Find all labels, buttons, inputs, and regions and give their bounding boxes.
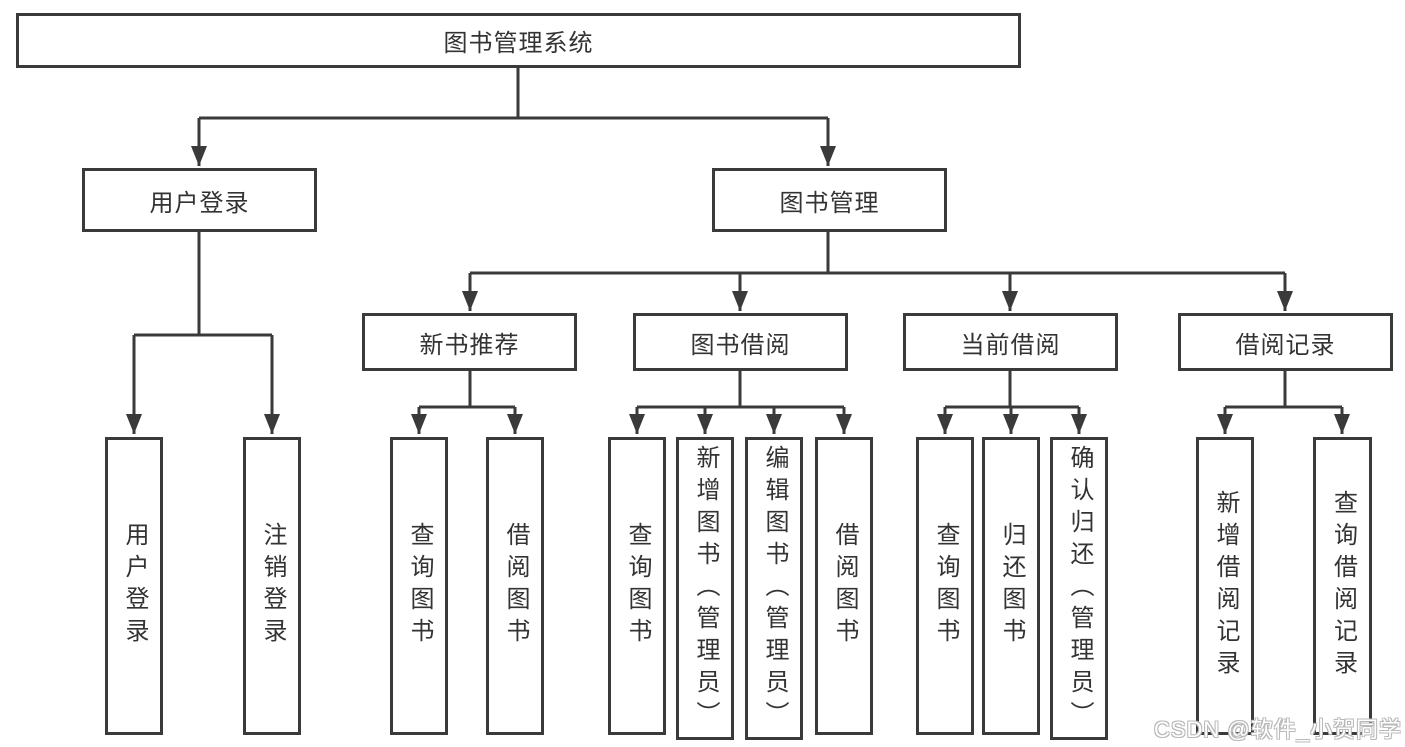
node-label: 查询图书 [624,522,651,650]
node-user-login-leaf: 用户登录 [105,437,163,735]
node-logout-leaf: 注销登录 [243,437,301,735]
node-borrow-books-1: 借阅图书 [486,437,544,735]
node-label: 图书借阅 [690,331,791,359]
node-user-login: 用户登录 [82,168,317,232]
node-add-borrow-record: 新增借阅记录 [1196,437,1254,735]
node-label: 用户登录 [149,189,250,217]
node-current-borrowing: 当前借阅 [903,313,1118,371]
node-confirm-return-admin: 确认归还（管理员） [1050,437,1108,740]
node-label: 查询借阅记录 [1329,490,1357,682]
watermark: CSDN @软件_小贺同学 [1153,717,1402,742]
node-label: 归还图书 [998,522,1025,650]
node-label: 借阅图书 [502,522,529,650]
node-label: 查询图书 [932,522,959,650]
node-query-books-3: 查询图书 [916,437,974,735]
node-book-management: 图书管理 [712,168,947,232]
node-label: 图书管理系统 [443,30,594,57]
node-label: 确认归还（管理员） [1066,444,1093,733]
node-edit-books-admin: 编辑图书（管理员） [745,437,803,740]
node-query-borrow-record: 查询借阅记录 [1313,437,1372,735]
node-label: 借阅图书 [831,522,858,650]
node-label: 查询图书 [406,522,433,650]
node-borrowing-records: 借阅记录 [1178,313,1393,371]
node-label: 借阅记录 [1235,331,1336,359]
node-label: 用户登录 [121,522,148,650]
node-label: 新书推荐 [419,331,520,359]
node-add-books-admin: 新增图书（管理员） [676,437,734,740]
node-query-books-2: 查询图书 [608,437,666,735]
node-label: 注销登录 [259,522,286,650]
node-label: 编辑图书（管理员） [761,444,788,733]
node-book-borrowing: 图书借阅 [633,313,848,371]
node-borrow-books-2: 借阅图书 [815,437,873,735]
node-label: 当前借阅 [960,331,1061,359]
node-return-books: 归还图书 [982,437,1040,735]
node-label: 新增借阅记录 [1212,490,1239,682]
node-query-books-1: 查询图书 [390,437,448,735]
node-label: 新增图书（管理员） [692,444,719,733]
node-label: 图书管理 [779,189,880,217]
node-new-book-recommendation: 新书推荐 [362,313,577,371]
node-library-management-system: 图书管理系统 [16,13,1021,68]
